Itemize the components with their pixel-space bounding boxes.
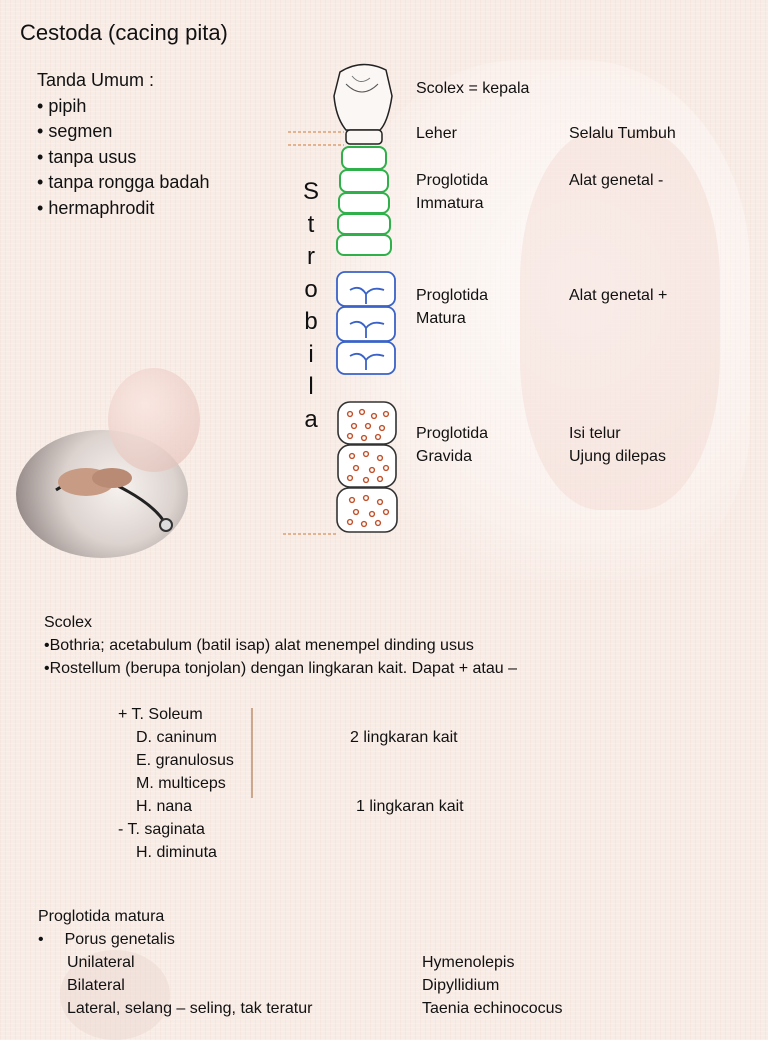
- immatura-label-2: Immatura: [416, 193, 484, 215]
- strobila-letter: o: [300, 274, 322, 307]
- strobila-letter: r: [300, 241, 322, 274]
- matura-note: Alat genetal +: [569, 285, 667, 307]
- porus-type: Unilateral: [67, 951, 135, 974]
- scolex-label: Scolex = kepala: [416, 78, 529, 100]
- gravida-note-2: Ujung dilepas: [569, 446, 666, 468]
- scolex-line-1: •Bothria; acetabulum (batil isap) alat m…: [44, 634, 474, 657]
- immatura-note: Alat genetal -: [569, 170, 663, 192]
- list-item: • hermaphrodit: [37, 196, 209, 222]
- species-minus-label: - T. saginata: [118, 818, 205, 841]
- decorative-bubble: [108, 368, 200, 472]
- gravida-label-1: Proglotida: [416, 423, 488, 445]
- leher-label: Leher: [416, 123, 457, 145]
- strobila-label: S t r o b i l a: [300, 176, 322, 436]
- strobila-letter: b: [300, 306, 322, 339]
- scolex-head: [334, 64, 392, 130]
- strobila-letter: S: [300, 176, 322, 209]
- proglotida-bullet: •Porus genetalis: [38, 928, 175, 951]
- page-title: Cestoda (cacing pita): [20, 20, 228, 46]
- strobila-letter: i: [300, 339, 322, 372]
- strobila-letter: t: [300, 209, 322, 242]
- species-item: M. multiceps: [136, 772, 226, 795]
- scolex-heading: Scolex: [44, 611, 92, 634]
- strobila-letter: l: [300, 371, 322, 404]
- species-plus-label: + T. Soleum: [118, 703, 203, 726]
- porus-type: Lateral, selang – seling, tak teratur: [67, 997, 312, 1020]
- one-hook-ring-note: 1 lingkaran kait: [356, 795, 464, 818]
- porus-type: Bilateral: [67, 974, 125, 997]
- leher-note: Selalu Tumbuh: [569, 123, 676, 145]
- porus-genus: Hymenolepis: [422, 951, 514, 974]
- species-item: H. nana: [136, 795, 192, 818]
- list-item: • tanpa usus: [37, 145, 209, 171]
- proglotida-heading: Proglotida matura: [38, 905, 164, 928]
- porus-genus: Dipyllidium: [422, 974, 499, 997]
- matura-label-2: Matura: [416, 308, 466, 330]
- list-item: • segmen: [37, 119, 209, 145]
- tanda-umum-heading: Tanda Umum :: [37, 68, 209, 94]
- two-hook-rings-note: 2 lingkaran kait: [350, 726, 458, 749]
- list-item: • pipih: [37, 94, 209, 120]
- porus-genus: Taenia echinococus: [422, 997, 563, 1020]
- strobila-letter: a: [300, 404, 322, 437]
- species-item: D. caninum: [136, 726, 217, 749]
- list-item: • tanpa rongga badah: [37, 170, 209, 196]
- gravida-label-2: Gravida: [416, 446, 472, 468]
- species-item: E. granulosus: [136, 749, 234, 772]
- tanda-umum-list: Tanda Umum : • pipih • segmen • tanpa us…: [37, 68, 209, 221]
- scolex-line-2: •Rostellum (berupa tonjolan) dengan ling…: [44, 657, 517, 680]
- gravida-note-1: Isi telur: [569, 423, 621, 445]
- matura-label-1: Proglotida: [416, 285, 488, 307]
- immatura-label-1: Proglotida: [416, 170, 488, 192]
- species-item: H. diminuta: [136, 841, 217, 864]
